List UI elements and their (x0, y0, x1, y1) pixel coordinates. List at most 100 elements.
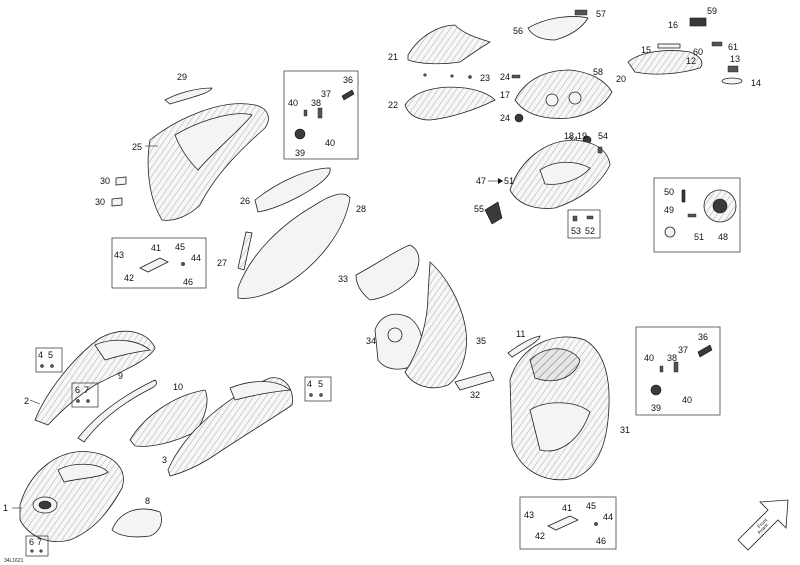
callout-7b: 7 (37, 537, 42, 547)
callout-52: 52 (585, 226, 595, 236)
panel-part-29 (164, 87, 213, 105)
callout-50: 50 (664, 187, 674, 197)
callout-43a: 43 (114, 250, 124, 260)
callout-43b: 43 (524, 510, 534, 520)
callout-40c: 40 (644, 353, 654, 363)
hardware-6-7-left: 6 7 (71, 382, 99, 408)
callout-24b: 24 (500, 113, 510, 123)
callout-24a: 24 (500, 72, 510, 82)
callout-36b: 36 (698, 332, 708, 342)
callout-38b: 38 (667, 353, 677, 363)
callout-53: 53 (571, 226, 581, 236)
front-direction-arrow: Front Avant (737, 499, 789, 551)
callout-58: 58 (593, 67, 603, 77)
callout-59: 59 (707, 6, 717, 16)
callout-6b: 6 (29, 537, 34, 547)
callout-3: 3 (162, 455, 167, 465)
callout-45a: 45 (175, 242, 185, 252)
callout-25: 25 (132, 142, 142, 152)
figure-code: 34L1621 (4, 558, 24, 564)
callout-29: 29 (177, 72, 187, 82)
callout-55: 55 (474, 204, 484, 214)
callout-6a: 6 (75, 385, 80, 395)
callout-14: 14 (751, 78, 761, 88)
front-fender-part-1 (19, 451, 124, 542)
callout-45b: 45 (586, 501, 596, 511)
callout-11: 11 (516, 329, 525, 339)
hardware-box-36-40-top: 36 37 38 40 40 39 (283, 70, 359, 160)
callout-18: 18 (564, 131, 574, 141)
callout-42a: 42 (124, 273, 134, 283)
callout-1: 1 (3, 503, 8, 513)
side-panel-part-3 (167, 377, 293, 477)
callout-56: 56 (513, 26, 523, 36)
hardware-6-7-bottom: 6 7 (25, 535, 49, 557)
callout-8: 8 (145, 496, 150, 506)
callout-19: 19 (577, 131, 587, 141)
callout-23: 23 (480, 73, 490, 83)
panel-part-28 (237, 193, 351, 299)
callout-31: 31 (620, 425, 630, 435)
panel-part-10 (129, 389, 208, 447)
callout-46a: 46 (183, 277, 193, 287)
hardware-4-5-left: 4 5 (35, 347, 63, 373)
callout-38a: 38 (311, 98, 321, 108)
callout-34: 34 (366, 336, 376, 346)
console-part-17 (514, 69, 613, 119)
callout-20: 20 (616, 74, 626, 84)
callout-32: 32 (470, 390, 480, 400)
callout-39a: 39 (295, 148, 305, 158)
callout-37a: 37 (321, 89, 331, 99)
callout-47: 47 (476, 176, 486, 186)
callout-44a: 44 (191, 253, 201, 263)
callout-46b: 46 (596, 536, 606, 546)
cover-part-56 (527, 16, 589, 41)
callout-27: 27 (217, 258, 227, 268)
callout-5a: 5 (48, 350, 53, 360)
callout-10: 10 (173, 382, 183, 392)
trim-strip-part-9 (77, 379, 157, 443)
callout-5b: 5 (318, 379, 323, 389)
callout-2: 2 (24, 396, 29, 406)
panel-part-32 (454, 371, 495, 391)
callout-4b: 4 (307, 379, 312, 389)
deflector-part-22 (404, 86, 496, 121)
upper-panel-part-25 (147, 103, 269, 221)
callout-30a: 30 (100, 176, 110, 186)
callout-40b: 40 (325, 138, 335, 148)
callout-26: 26 (240, 196, 250, 206)
callout-39b: 39 (651, 403, 661, 413)
inner-panel-part-34 (374, 313, 423, 370)
strip-part-11 (507, 335, 541, 358)
callout-4a: 4 (38, 350, 43, 360)
callout-12: 12 (686, 56, 696, 66)
hardware-box-36-40-right: 36 37 38 40 40 39 (635, 326, 721, 416)
callout-33: 33 (338, 274, 348, 284)
callout-61: 61 (728, 42, 738, 52)
inner-panel-part-33 (355, 244, 420, 301)
callout-28: 28 (356, 204, 366, 214)
callout-7a: 7 (84, 385, 89, 395)
callout-44b: 44 (603, 512, 613, 522)
callout-35: 35 (476, 336, 486, 346)
callout-16: 16 (668, 20, 678, 30)
callout-40a: 40 (288, 98, 298, 108)
callout-42b: 42 (535, 531, 545, 541)
callout-41a: 41 (151, 243, 161, 253)
strip-part-27 (237, 231, 253, 271)
callout-51b: 51 (694, 232, 704, 242)
callout-40d: 40 (682, 395, 692, 405)
callout-49: 49 (664, 205, 674, 215)
panel-part-26 (254, 167, 331, 213)
bracket-part-55 (484, 201, 503, 225)
callout-22: 22 (388, 100, 398, 110)
hardware-box-41-46-top: 41 45 43 44 42 46 (111, 237, 207, 289)
callout-60: 60 (693, 47, 703, 57)
callout-21: 21 (388, 52, 398, 62)
callout-37b: 37 (678, 345, 688, 355)
hardware-4-5-right: 4 5 (304, 376, 332, 402)
callout-41b: 41 (562, 503, 572, 513)
callout-57: 57 (596, 9, 606, 19)
hardware-box-52-53: 53 52 (567, 209, 601, 239)
